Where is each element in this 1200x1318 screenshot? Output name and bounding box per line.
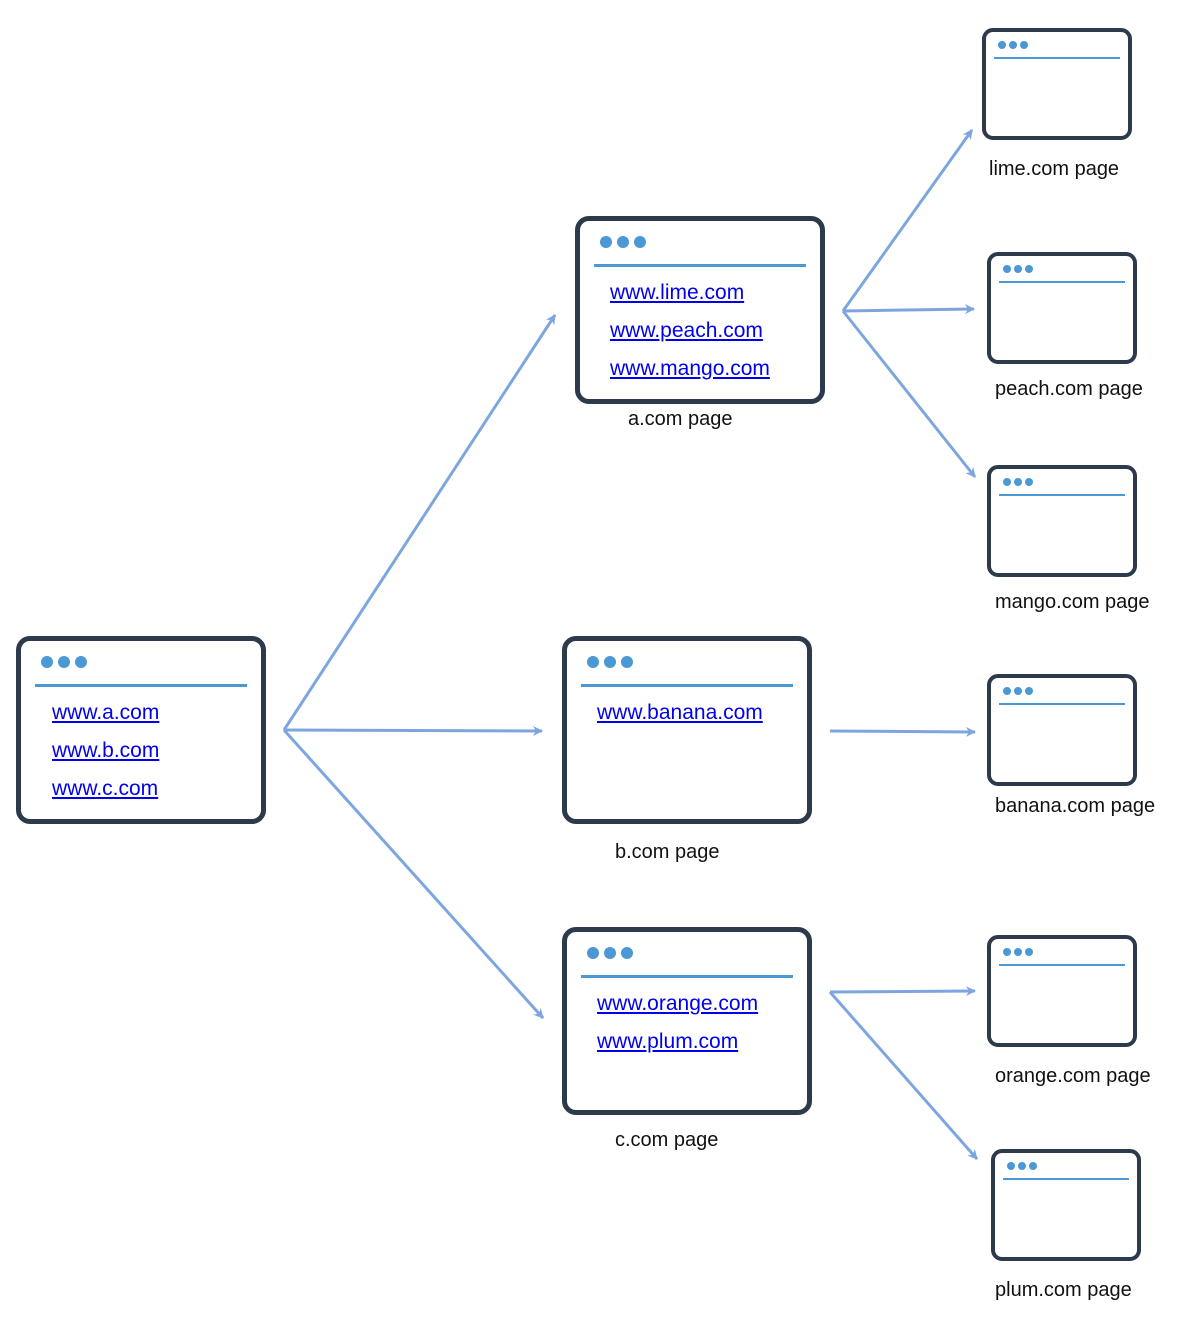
b-page-window: www.banana.com	[562, 636, 812, 824]
c-link-list: www.orange.com www.plum.com	[597, 992, 758, 1068]
link-lime[interactable]: www.lime.com	[610, 281, 745, 304]
banana-page-caption: banana.com page	[995, 795, 1156, 817]
link-orange[interactable]: www.orange.com	[597, 992, 759, 1015]
link-a[interactable]: www.a.com	[52, 701, 160, 724]
edge-root-to-c	[282, 728, 545, 1020]
edge-a-to-peach	[842, 304, 975, 315]
window-dots-icon	[1003, 265, 1033, 273]
banana-page-window	[987, 674, 1137, 786]
window-dots-icon	[1003, 687, 1033, 695]
window-dots-icon	[587, 947, 633, 959]
window-title-bar	[999, 281, 1125, 283]
b-link-list: www.banana.com	[597, 701, 763, 739]
edge-c-to-orange	[829, 986, 976, 997]
mango-page-caption: mango.com page	[995, 591, 1150, 613]
orange-page-window	[987, 935, 1137, 1047]
plum-page-caption: plum.com page	[995, 1279, 1132, 1301]
window-dots-icon	[41, 656, 87, 668]
a-page-caption: a.com page	[628, 408, 733, 430]
lime-page-window	[982, 28, 1132, 140]
window-title-bar	[999, 494, 1125, 496]
link-c[interactable]: www.c.com	[52, 777, 159, 800]
b-page-caption: b.com page	[615, 841, 720, 863]
link-plum[interactable]: www.plum.com	[597, 1030, 739, 1053]
window-dots-icon	[998, 41, 1028, 49]
window-title-bar	[581, 684, 793, 687]
link-banana[interactable]: www.banana.com	[597, 701, 763, 724]
mango-page-window	[987, 465, 1137, 577]
window-title-bar	[999, 703, 1125, 705]
edge-b-to-banana	[829, 726, 976, 737]
list-item: www.c.com	[52, 777, 159, 815]
root-page-window: www.a.com www.b.com www.c.com	[16, 636, 266, 824]
list-item: www.plum.com	[597, 1030, 758, 1068]
a-link-list: www.lime.com www.peach.com www.mango.com	[610, 281, 770, 395]
lime-page-caption: lime.com page	[989, 158, 1120, 180]
window-dots-icon	[587, 656, 633, 668]
a-page-window: www.lime.com www.peach.com www.mango.com	[575, 216, 825, 404]
window-title-bar	[581, 975, 793, 978]
link-peach[interactable]: www.peach.com	[610, 319, 763, 342]
peach-page-window	[987, 252, 1137, 364]
c-page-caption: c.com page	[615, 1129, 719, 1151]
window-title-bar	[594, 264, 806, 267]
window-dots-icon	[1003, 478, 1033, 486]
list-item: www.a.com	[52, 701, 159, 739]
window-dots-icon	[600, 236, 646, 248]
window-title-bar	[1003, 1178, 1129, 1180]
window-dots-icon	[1007, 1162, 1037, 1170]
edge-a-to-lime	[841, 129, 974, 312]
window-title-bar	[35, 684, 247, 687]
list-item: www.orange.com	[597, 992, 758, 1030]
list-item: www.banana.com	[597, 701, 763, 739]
list-item: www.mango.com	[610, 357, 770, 395]
list-item: www.peach.com	[610, 319, 770, 357]
link-mango[interactable]: www.mango.com	[610, 357, 770, 380]
window-title-bar	[999, 964, 1125, 966]
list-item: www.lime.com	[610, 281, 770, 319]
plum-page-window	[991, 1149, 1141, 1261]
edge-root-to-a	[282, 314, 557, 731]
root-link-list: www.a.com www.b.com www.c.com	[52, 701, 159, 815]
list-item: www.b.com	[52, 739, 159, 777]
edge-c-to-plum	[828, 991, 979, 1160]
peach-page-caption: peach.com page	[995, 378, 1143, 400]
window-title-bar	[994, 57, 1120, 59]
orange-page-caption: orange.com page	[995, 1065, 1151, 1087]
edge-a-to-mango	[841, 310, 977, 478]
window-dots-icon	[1003, 948, 1033, 956]
edge-root-to-b	[283, 725, 543, 736]
c-page-window: www.orange.com www.plum.com	[562, 927, 812, 1115]
link-b[interactable]: www.b.com	[52, 739, 160, 762]
